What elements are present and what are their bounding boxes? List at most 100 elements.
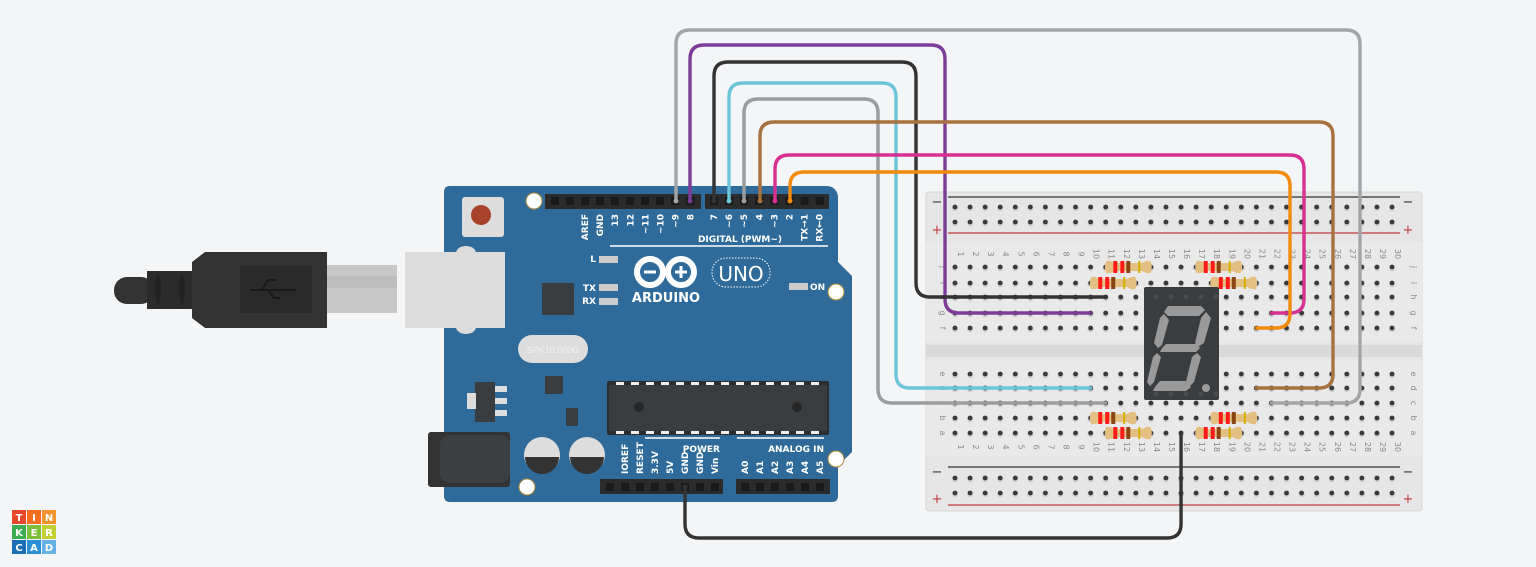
breadboard-hole[interactable]: [1103, 325, 1109, 331]
breadboard-hole[interactable]: [1284, 430, 1289, 436]
breadboard-hole[interactable]: [1208, 219, 1214, 225]
breadboard-hole[interactable]: [1163, 204, 1169, 210]
breadboard-hole[interactable]: [1043, 204, 1048, 210]
breadboard-hole[interactable]: [1208, 204, 1214, 210]
breadboard-hole[interactable]: [1238, 325, 1244, 331]
resistor[interactable]: [1089, 411, 1137, 425]
breadboard-hole[interactable]: [1223, 475, 1229, 481]
breadboard-hole[interactable]: [1374, 371, 1380, 377]
breadboard-hole[interactable]: [1329, 430, 1335, 436]
breadboard-hole[interactable]: [1027, 219, 1033, 225]
header-pin[interactable]: [800, 197, 809, 205]
breadboard-hole[interactable]: [1329, 475, 1335, 481]
breadboard-hole[interactable]: [1389, 204, 1395, 210]
breadboard-hole[interactable]: [982, 204, 988, 210]
breadboard-hole[interactable]: [1058, 475, 1063, 481]
breadboard-hole[interactable]: [1058, 204, 1063, 210]
breadboard-hole[interactable]: [1193, 219, 1199, 225]
breadboard-hole[interactable]: [1374, 204, 1380, 210]
breadboard-hole[interactable]: [1133, 400, 1139, 406]
breadboard-hole[interactable]: [1238, 490, 1244, 496]
header-pin[interactable]: [786, 483, 794, 491]
breadboard-hole[interactable]: [1269, 490, 1274, 496]
wire-d3-g22[interactable]: [772, 153, 1306, 315]
breadboard-hole[interactable]: [1133, 325, 1139, 331]
breadboard-hole[interactable]: [1374, 294, 1380, 300]
breadboard-hole[interactable]: [1088, 204, 1094, 210]
breadboard-hole[interactable]: [1148, 280, 1154, 286]
breadboard-hole[interactable]: [997, 325, 1003, 331]
resistor[interactable]: [1104, 426, 1152, 440]
usb-cable[interactable]: [114, 252, 397, 328]
header-pin[interactable]: [626, 197, 634, 205]
breadboard-hole[interactable]: [1073, 430, 1078, 436]
header-pin[interactable]: [596, 197, 604, 205]
header-pin[interactable]: [801, 483, 809, 491]
breadboard-hole[interactable]: [1374, 219, 1380, 225]
breadboard-hole[interactable]: [1269, 294, 1274, 300]
breadboard-hole[interactable]: [1058, 219, 1063, 225]
breadboard-hole[interactable]: [1073, 204, 1078, 210]
breadboard-hole[interactable]: [1088, 264, 1094, 270]
breadboard-hole[interactable]: [1238, 385, 1244, 391]
breadboard-hole[interactable]: [1027, 325, 1033, 331]
breadboard-hole[interactable]: [1073, 490, 1078, 496]
header-pin[interactable]: [771, 483, 779, 491]
header-pin[interactable]: [566, 197, 574, 205]
breadboard-hole[interactable]: [1329, 490, 1335, 496]
breadboard-hole[interactable]: [967, 415, 973, 421]
header-pin[interactable]: [581, 197, 589, 205]
breadboard-hole[interactable]: [1027, 415, 1033, 421]
breadboard-hole[interactable]: [1118, 400, 1124, 406]
breadboard-hole[interactable]: [1314, 430, 1320, 436]
breadboard-hole[interactable]: [1284, 294, 1289, 300]
breadboard-hole[interactable]: [1163, 430, 1169, 436]
breadboard-hole[interactable]: [967, 430, 973, 436]
breadboard-hole[interactable]: [967, 204, 973, 210]
breadboard-hole[interactable]: [1254, 400, 1259, 406]
breadboard-hole[interactable]: [1269, 430, 1274, 436]
breadboard-hole[interactable]: [1254, 219, 1259, 225]
breadboard-hole[interactable]: [1133, 371, 1139, 377]
wire-d7-h11[interactable]: [711, 60, 1108, 299]
breadboard-hole[interactable]: [1299, 415, 1305, 421]
breadboard-hole[interactable]: [1284, 475, 1289, 481]
breadboard-hole[interactable]: [1314, 371, 1320, 377]
breadboard-hole[interactable]: [1118, 475, 1124, 481]
breadboard-hole[interactable]: [1027, 475, 1033, 481]
breadboard-hole[interactable]: [967, 219, 973, 225]
breadboard-hole[interactable]: [1374, 264, 1380, 270]
breadboard-hole[interactable]: [1043, 430, 1048, 436]
breadboard-hole[interactable]: [1163, 475, 1169, 481]
breadboard-hole[interactable]: [1284, 371, 1289, 377]
breadboard-hole[interactable]: [1344, 294, 1350, 300]
breadboard-hole[interactable]: [1299, 371, 1305, 377]
breadboard-hole[interactable]: [997, 280, 1003, 286]
breadboard-hole[interactable]: [1238, 310, 1244, 316]
breadboard-hole[interactable]: [1118, 490, 1124, 496]
breadboard-hole[interactable]: [1389, 385, 1395, 391]
breadboard-hole[interactable]: [1344, 219, 1350, 225]
breadboard-hole[interactable]: [1088, 475, 1094, 481]
breadboard-hole[interactable]: [1389, 264, 1395, 270]
header-pin[interactable]: [696, 483, 704, 491]
header-pin[interactable]: [656, 197, 664, 205]
breadboard-hole[interactable]: [1118, 371, 1124, 377]
breadboard-hole[interactable]: [1314, 310, 1320, 316]
breadboard-hole[interactable]: [1058, 490, 1063, 496]
breadboard-hole[interactable]: [1374, 490, 1380, 496]
breadboard-hole[interactable]: [1223, 385, 1229, 391]
breadboard-hole[interactable]: [952, 490, 958, 496]
breadboard-hole[interactable]: [967, 371, 973, 377]
breadboard-hole[interactable]: [1223, 310, 1229, 316]
resistor[interactable]: [1195, 426, 1243, 440]
breadboard-hole[interactable]: [1208, 400, 1214, 406]
breadboard-hole[interactable]: [982, 280, 988, 286]
breadboard-hole[interactable]: [1374, 475, 1380, 481]
wire-d5-c11[interactable]: [741, 97, 1108, 405]
breadboard-hole[interactable]: [1238, 204, 1244, 210]
breadboard-hole[interactable]: [1389, 490, 1395, 496]
breadboard-hole[interactable]: [1254, 264, 1259, 270]
breadboard-hole[interactable]: [1344, 490, 1350, 496]
